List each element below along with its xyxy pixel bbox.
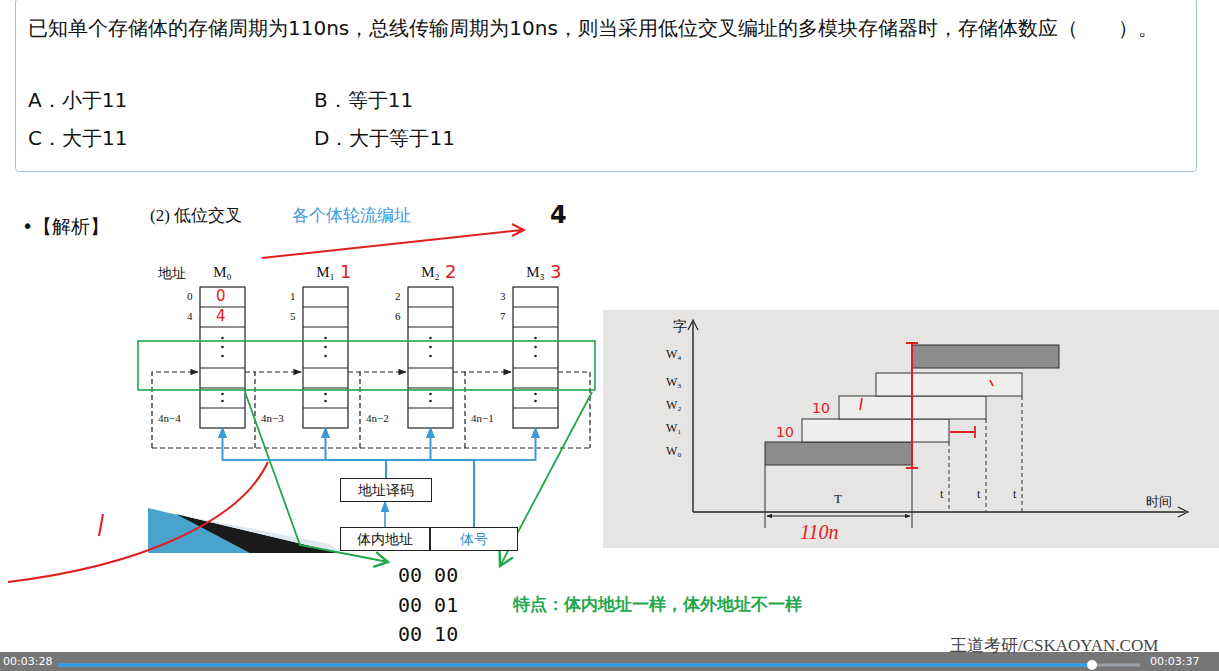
time-stamp: 00:03:28 — [3, 656, 52, 669]
address-number: 5 — [290, 310, 296, 323]
binary-address: 00 10 — [398, 623, 458, 646]
question-box: 已知单个存储体的存储周期为110ns，总线传输周期为10ns，则当采用低位交叉编… — [15, 0, 1197, 172]
bus-line — [474, 428, 536, 527]
module-name: M₀ — [200, 262, 245, 282]
highlight-box — [138, 341, 595, 390]
address-number: 3 — [500, 290, 506, 303]
module-number-field: 体号 — [430, 527, 518, 551]
address-number: 4 — [187, 310, 193, 323]
axis-tick: W₂ — [666, 399, 682, 413]
memory-module: M₂ — [408, 262, 453, 428]
callout-number: 4 — [550, 202, 567, 230]
axis-tick: W₄ — [666, 348, 682, 362]
handwritten-number: 10 — [776, 424, 794, 440]
option: C．大于11 — [28, 121, 127, 155]
address-number: 4n−2 — [366, 412, 389, 425]
watermark: 王道考研/CSKAOYAN.COM — [950, 636, 1158, 656]
binary-address: 00 00 — [398, 564, 458, 587]
bus-line — [326, 428, 387, 478]
memory-module: M₃ — [513, 262, 558, 428]
binary-address: 00 01 — [398, 594, 458, 617]
handwritten-dimension: 110n — [800, 521, 839, 544]
option: D．大于等于11 — [314, 121, 455, 155]
box-label: 地址译码 — [358, 481, 414, 499]
section-title: (2) 低位交叉 — [150, 206, 242, 226]
dimension-label: t — [940, 488, 943, 502]
handwritten-number: 4 — [216, 308, 226, 325]
handwritten-number: 3 — [550, 262, 561, 283]
handwritten-number: 2 — [445, 262, 456, 283]
note-text: 特点：体内地址一样，体外地址不一样 — [513, 595, 802, 615]
section-heading: •【解析】 — [22, 216, 109, 238]
option: B．等于11 — [314, 83, 413, 117]
bus-line — [326, 428, 475, 527]
bus-line — [384, 502, 386, 527]
red-annotation — [8, 462, 268, 582]
data-lines — [152, 372, 590, 448]
bus-line — [223, 428, 387, 478]
bus-line — [223, 428, 475, 527]
dimension-label: t — [977, 488, 980, 502]
red-annotation — [262, 224, 524, 258]
axis-tick: W₁ — [666, 422, 682, 436]
address-field: 体内地址 — [340, 527, 430, 551]
decoder-box: 地址译码 — [340, 478, 432, 502]
axis-label: 地址 — [158, 266, 186, 282]
dimension-label: t — [1013, 488, 1016, 502]
bus-line — [386, 428, 431, 478]
address-number: 4n−3 — [261, 412, 284, 425]
option: A．小于11 — [28, 83, 127, 117]
address-number: 4n−4 — [158, 412, 181, 425]
address-number: 4n−1 — [471, 412, 494, 425]
address-number: 6 — [395, 310, 401, 323]
time-stamp: 00:03:37 — [1150, 656, 1199, 669]
memory-module: M₁ — [303, 262, 348, 428]
question-text: 已知单个存储体的存储周期为110ns，总线传输周期为10ns，则当采用低位交叉编… — [28, 11, 1178, 45]
axis-label: 字 — [673, 318, 687, 334]
section-note: 各个体轮流编址 — [292, 206, 411, 226]
box-label: 体号 — [460, 530, 488, 548]
ellipsis-dots — [221, 337, 537, 403]
timing-photo — [603, 310, 1219, 548]
memory-module: M₀ — [200, 262, 245, 428]
bus-line — [431, 428, 475, 527]
axis-tick: W₃ — [666, 376, 682, 390]
box-label: 体内地址 — [357, 530, 413, 548]
address-number: 7 — [500, 310, 506, 323]
handwritten-number: 0 — [216, 288, 226, 305]
address-number: 0 — [187, 290, 193, 303]
handwritten-number: 10 — [812, 400, 830, 416]
module-columns — [200, 287, 558, 428]
axis-label: 时间 — [1146, 495, 1172, 510]
address-number: 1 — [290, 290, 296, 303]
bus-line — [386, 428, 536, 478]
handwritten-number: 1 — [340, 262, 351, 283]
axis-tick: W₀ — [666, 445, 682, 459]
red-annotation — [99, 514, 103, 536]
address-number: 2 — [395, 290, 401, 303]
dimension-label: T — [834, 492, 842, 507]
